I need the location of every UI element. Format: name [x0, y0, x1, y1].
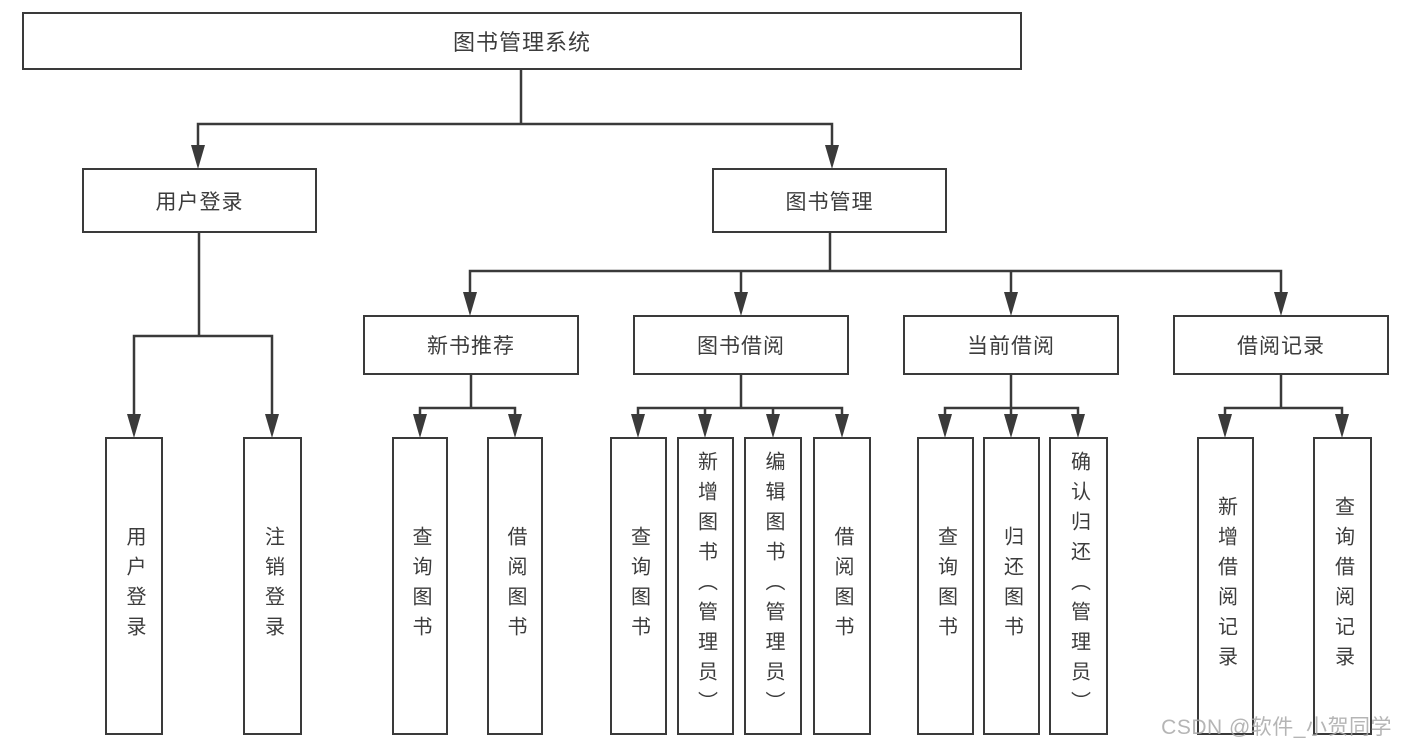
leaf-new-books-borrow-label: 借阅图书 — [504, 526, 526, 646]
node-root: 图书管理系统 — [22, 12, 1022, 70]
node-book-mgmt-label: 图书管理 — [785, 190, 874, 214]
node-root-label: 图书管理系统 — [452, 30, 591, 55]
node-current-borrow-label: 当前借阅 — [967, 335, 1055, 358]
node-new-books: 新书推荐 — [363, 315, 579, 375]
leaf-records-query-label: 查询借阅记录 — [1331, 496, 1354, 676]
node-user-login: 用户登录 — [82, 168, 317, 233]
leaf-records-add: 新增借阅记录 — [1197, 437, 1254, 735]
connector-current-borrow-to-leaves — [943, 375, 1080, 415]
leaf-current-return: 归还图书 — [983, 437, 1040, 735]
leaf-current-return-label: 归还图书 — [1000, 526, 1023, 646]
leaf-new-books-query-label: 查询图书 — [409, 526, 431, 646]
node-borrow-records-label: 借阅记录 — [1237, 335, 1325, 358]
csdn-watermark: CSDN @软件_小贺同学 — [1161, 716, 1392, 739]
connector-borrow-records-to-leaves — [1223, 375, 1344, 415]
node-current-borrow: 当前借阅 — [903, 315, 1119, 375]
leaf-records-query: 查询借阅记录 — [1313, 437, 1372, 735]
leaf-user-login: 用户登录 — [105, 437, 163, 735]
connector-book-mgmt-to-level3 — [468, 233, 1283, 294]
leaf-current-query: 查询图书 — [917, 437, 974, 735]
leaf-current-confirm-return-admin-label: 确认归还（管理员） — [1067, 451, 1090, 721]
connector-root-to-level2 — [196, 70, 834, 147]
leaf-user-login-label: 用户登录 — [123, 526, 145, 646]
leaf-new-books-query: 查询图书 — [392, 437, 448, 735]
node-book-borrow-label: 图书借阅 — [697, 335, 785, 358]
node-book-mgmt: 图书管理 — [712, 168, 947, 233]
leaf-borrow-borrow: 借阅图书 — [813, 437, 871, 735]
leaf-borrow-edit-admin: 编辑图书（管理员） — [744, 437, 802, 735]
leaf-current-query-label: 查询图书 — [934, 526, 957, 646]
node-new-books-label: 新书推荐 — [427, 335, 515, 358]
node-user-login-label: 用户登录 — [155, 190, 244, 214]
leaf-new-books-borrow: 借阅图书 — [487, 437, 543, 735]
connector-new-books-to-leaves — [418, 375, 517, 415]
connector-book-borrow-to-leaves — [636, 375, 844, 415]
node-borrow-records: 借阅记录 — [1173, 315, 1389, 375]
leaf-borrow-query-label: 查询图书 — [627, 526, 650, 646]
leaf-borrow-add-admin: 新增图书（管理员） — [677, 437, 734, 735]
leaf-borrow-add-admin-label: 新增图书（管理员） — [694, 451, 717, 721]
leaf-logout-label: 注销登录 — [261, 526, 284, 646]
leaf-logout: 注销登录 — [243, 437, 302, 735]
leaf-borrow-query: 查询图书 — [610, 437, 667, 735]
leaf-borrow-edit-admin-label: 编辑图书（管理员） — [762, 451, 784, 721]
leaf-records-add-label: 新增借阅记录 — [1214, 496, 1237, 676]
leaf-current-confirm-return-admin: 确认归还（管理员） — [1049, 437, 1108, 735]
connector-user-login-to-leaves — [132, 233, 274, 415]
leaf-borrow-borrow-label: 借阅图书 — [831, 526, 853, 646]
node-book-borrow: 图书借阅 — [633, 315, 849, 375]
